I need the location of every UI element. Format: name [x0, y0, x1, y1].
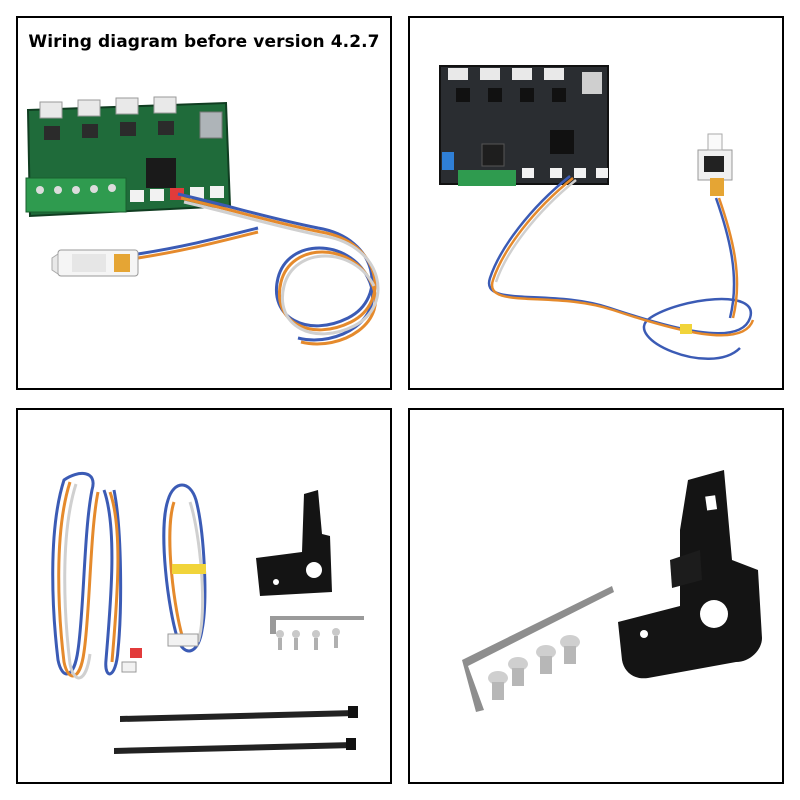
zip-ties-image [114, 706, 358, 754]
cable-bundle-image [137, 192, 380, 346]
screws-image-small [276, 628, 340, 650]
extension-cable-image [51, 471, 123, 680]
panel-wiring-new-board [408, 16, 784, 390]
cable-connectors-image [121, 648, 142, 673]
panel-wiring-old-board: Wiring diagram before version 4.2.7 [16, 16, 392, 390]
bracket-closeup-photo [462, 470, 762, 712]
cable-tie-clip [680, 324, 692, 334]
bltouch-sensor-image-2 [697, 133, 733, 196]
kit-contents-photo [51, 471, 364, 754]
panel-kit-contents [16, 408, 392, 784]
mount-bracket-image-large [618, 470, 762, 679]
cable-tie-yellow [172, 564, 206, 574]
mount-bracket-image-small [256, 490, 332, 596]
hex-key-image-small [270, 616, 364, 634]
sensor-connector [167, 633, 199, 647]
hex-key-image-large [462, 586, 614, 712]
cable-bundle-image-2 [487, 175, 755, 360]
old-mainboard-image [25, 96, 232, 218]
bltouch-sensor-image [51, 249, 139, 277]
panel-bracket-closeup [408, 408, 784, 784]
old-board-photo [25, 96, 380, 346]
new-board-photo [439, 65, 755, 360]
new-mainboard-image [439, 65, 609, 186]
wiring-diagram-caption: Wiring diagram before version 4.2.7 [28, 32, 380, 52]
screws-image-large [488, 635, 580, 700]
